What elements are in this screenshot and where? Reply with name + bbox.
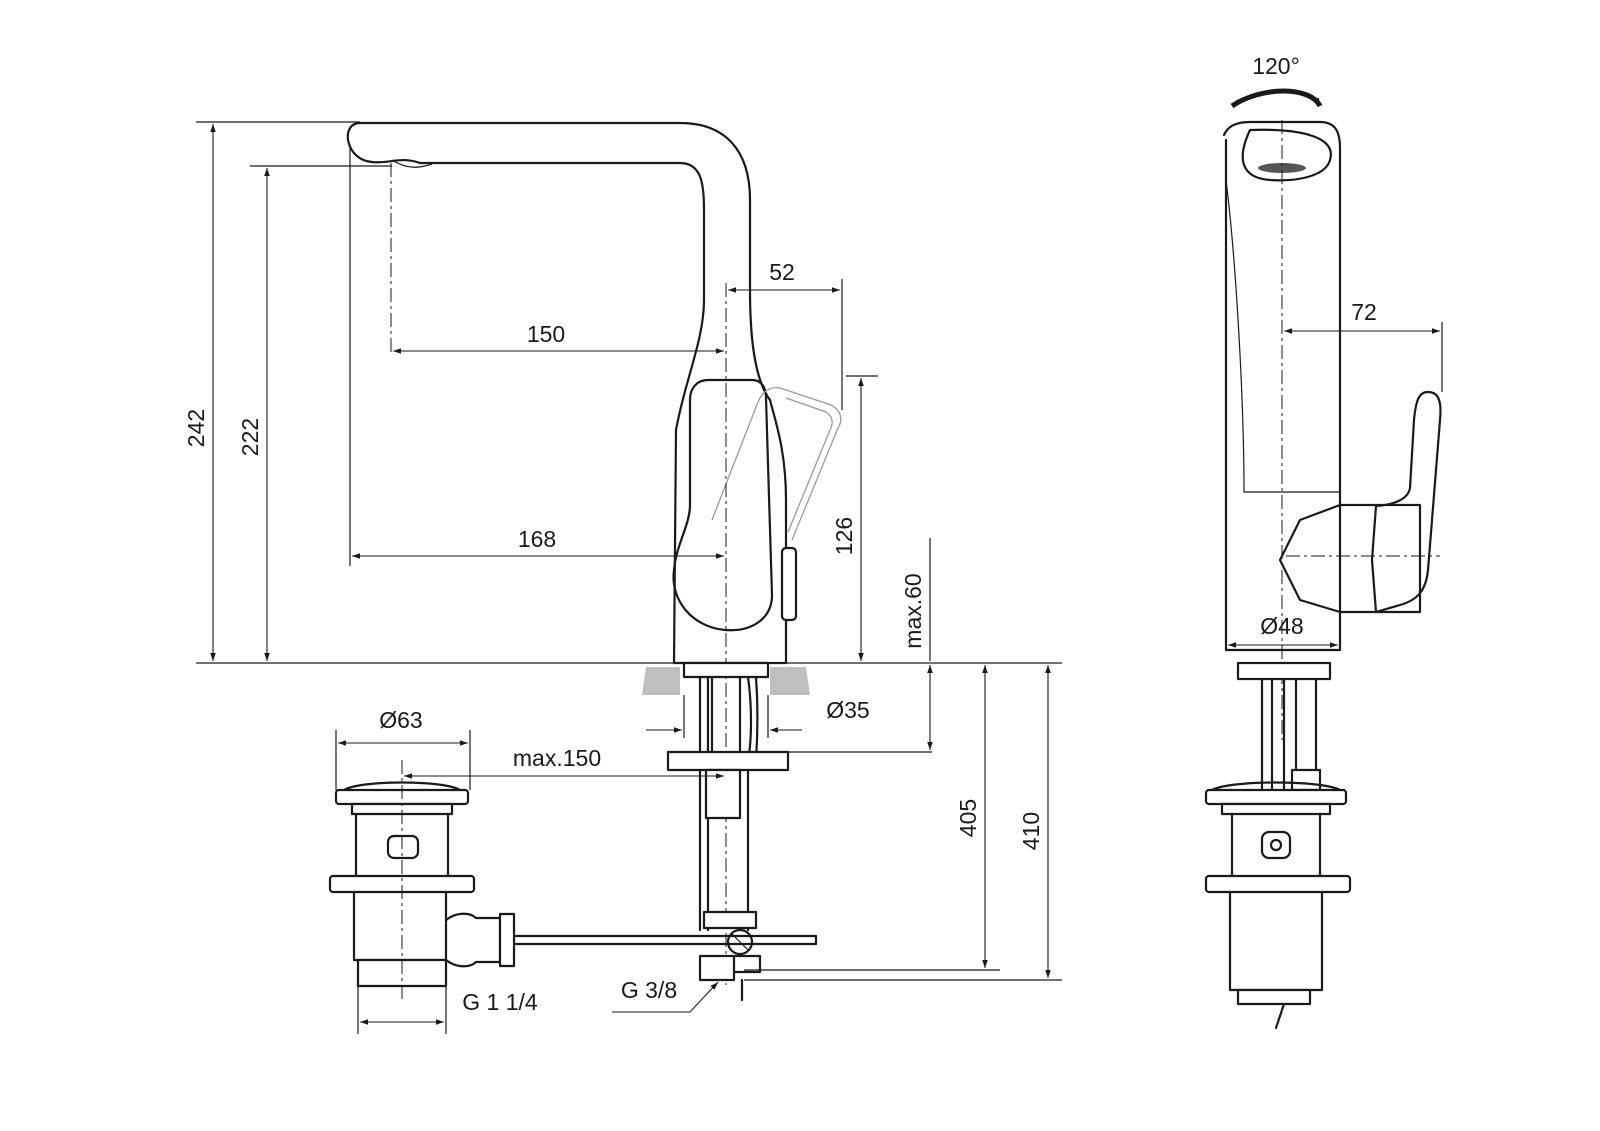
label-g38: G 3/8 <box>621 977 677 1003</box>
waste-tail <box>352 890 448 962</box>
shank-collar <box>682 661 770 679</box>
lever-pivot <box>780 546 798 622</box>
waste-front <box>328 760 516 1000</box>
waste-overflow-slot <box>386 834 420 860</box>
rod-housing-nut <box>498 912 516 968</box>
label-168: 168 <box>518 526 556 552</box>
fixing-nut <box>704 768 742 820</box>
label-150: 150 <box>527 321 565 347</box>
label-120deg: 120° <box>1252 53 1300 79</box>
hose-connector <box>702 910 758 930</box>
fixing-plate <box>666 750 790 772</box>
dimension-lines <box>196 88 1443 1034</box>
side-waste-body <box>1230 812 1322 878</box>
supply-tail <box>732 954 762 974</box>
side-waste-plug <box>1204 788 1348 806</box>
label-d35: Ø35 <box>826 697 869 723</box>
label-g114: G 1 1/4 <box>462 989 538 1015</box>
side-shank-collar <box>1236 661 1332 681</box>
front-view <box>196 121 1062 1002</box>
lever <box>672 378 774 632</box>
flex-hose-right <box>746 675 759 932</box>
spout <box>346 121 772 432</box>
dimension-labels: 242 222 150 168 52 126 max.60 Ø35 Ø63 ma… <box>183 53 1377 1015</box>
spout-outlet <box>391 159 433 168</box>
label-d63: Ø63 <box>379 707 422 733</box>
label-126: 126 <box>831 517 857 555</box>
side-body <box>1222 120 1342 652</box>
pop-up-rod <box>500 934 818 946</box>
threaded-shank <box>710 675 742 762</box>
side-waste-tail <box>1228 890 1324 992</box>
label-52: 52 <box>769 259 795 285</box>
label-222: 222 <box>237 418 263 456</box>
label-242: 242 <box>183 409 209 447</box>
lever-rotated-ghost <box>711 386 842 541</box>
rotation-arrow <box>1230 88 1323 109</box>
side-nut <box>1290 768 1322 792</box>
side-hoses <box>1260 677 1286 792</box>
rod-housing <box>444 912 502 968</box>
side-body-edge <box>1225 179 1340 493</box>
label-max150: max.150 <box>513 745 601 771</box>
label-405: 405 <box>955 799 981 837</box>
waste-body <box>354 812 450 878</box>
label-410: 410 <box>1018 812 1044 850</box>
supply-nut <box>698 954 736 982</box>
label-72: 72 <box>1351 299 1377 325</box>
side-spout-top <box>1241 128 1332 182</box>
deck-section-right <box>770 667 810 695</box>
side-waste-locknut <box>1204 874 1352 894</box>
side-lever <box>1370 390 1442 614</box>
side-view <box>1204 120 1442 1030</box>
deck-section-left <box>642 667 680 695</box>
lever-rotated-ghost-inner <box>785 397 833 533</box>
label-max60: max.60 <box>900 573 926 648</box>
label-d48: Ø48 <box>1260 613 1303 639</box>
side-threaded-shank <box>1294 677 1318 772</box>
waste-plug-dome <box>342 781 462 792</box>
aerator <box>1258 163 1306 173</box>
side-lever-base <box>1278 503 1422 614</box>
